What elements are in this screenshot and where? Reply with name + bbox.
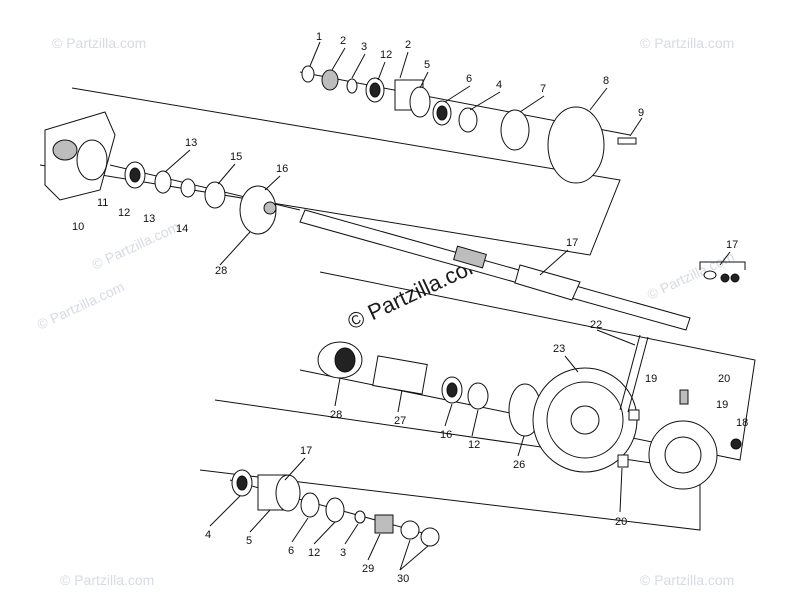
callout-label: 8 [603, 75, 609, 87]
callout-label: 6 [466, 73, 472, 85]
callout-label: 12 [118, 207, 130, 219]
brake-caliper [44, 111, 116, 201]
middle-row-parts [317, 341, 542, 437]
callout-label: 23 [553, 343, 565, 355]
callout-label: 28 [215, 265, 227, 277]
callout-label: 17 [566, 237, 578, 249]
callout-label: 2 [405, 39, 411, 51]
callout-label: 3 [340, 547, 346, 559]
watermark: © Partzilla.com [52, 35, 146, 51]
callout-label: 10 [72, 221, 84, 233]
watermark: © Partzilla.com [640, 572, 734, 588]
callout-label: 27 [394, 415, 406, 427]
callout-label: 28 [330, 409, 342, 421]
watermark: © Partzilla.com [35, 278, 127, 332]
callout-label: 12 [308, 547, 320, 559]
callout-label: 6 [288, 545, 294, 557]
axle-shaft [299, 209, 691, 331]
callout-label: 30 [397, 573, 409, 585]
callout-label: 4 [205, 529, 211, 541]
callout-label: 20 [615, 516, 627, 528]
sprocket-small [648, 420, 742, 490]
bottom-row-parts [229, 469, 440, 547]
callout-label: 15 [230, 151, 242, 163]
callout-label: 5 [424, 59, 430, 71]
callout-label: 12 [380, 49, 392, 61]
callout-label: 11 [97, 197, 108, 209]
watermark: © Partzilla.com [60, 572, 154, 588]
callout-label: 16 [276, 163, 288, 175]
callout-label: 5 [246, 535, 252, 547]
callout-label: 7 [540, 83, 546, 95]
left-row-parts [109, 161, 301, 235]
callout-label: 9 [638, 107, 644, 119]
callout-label: 3 [361, 41, 367, 53]
callout-label: 19 [645, 373, 657, 385]
watermark: © Partzilla.com [640, 35, 734, 51]
watermark: © Partzilla.com [90, 218, 182, 272]
callout-label: 13 [143, 213, 155, 225]
callout-label: 26 [513, 459, 525, 471]
callout-label: 2 [340, 35, 346, 47]
callout-label: 19 [716, 399, 728, 411]
callout-label: 13 [185, 137, 197, 149]
callout-label: 4 [496, 79, 502, 91]
master-link [699, 261, 746, 283]
callout-label: 17 [300, 445, 312, 457]
group-outline-top [39, 87, 621, 256]
callout-label: 14 [176, 223, 188, 235]
chain [617, 334, 689, 468]
callout-label: 29 [362, 563, 374, 575]
callout-label: 12 [468, 439, 480, 451]
callout-label: 17 [726, 239, 738, 251]
callout-label: 20 [718, 373, 730, 385]
top-row-parts [299, 65, 637, 184]
callout-label: 1 [316, 31, 322, 43]
group-outline-bottom [199, 399, 701, 531]
callout-label: 18 [736, 417, 748, 429]
leader-lines [164, 41, 731, 571]
callout-label: 22 [590, 319, 602, 331]
callout-label: 16 [440, 429, 452, 441]
